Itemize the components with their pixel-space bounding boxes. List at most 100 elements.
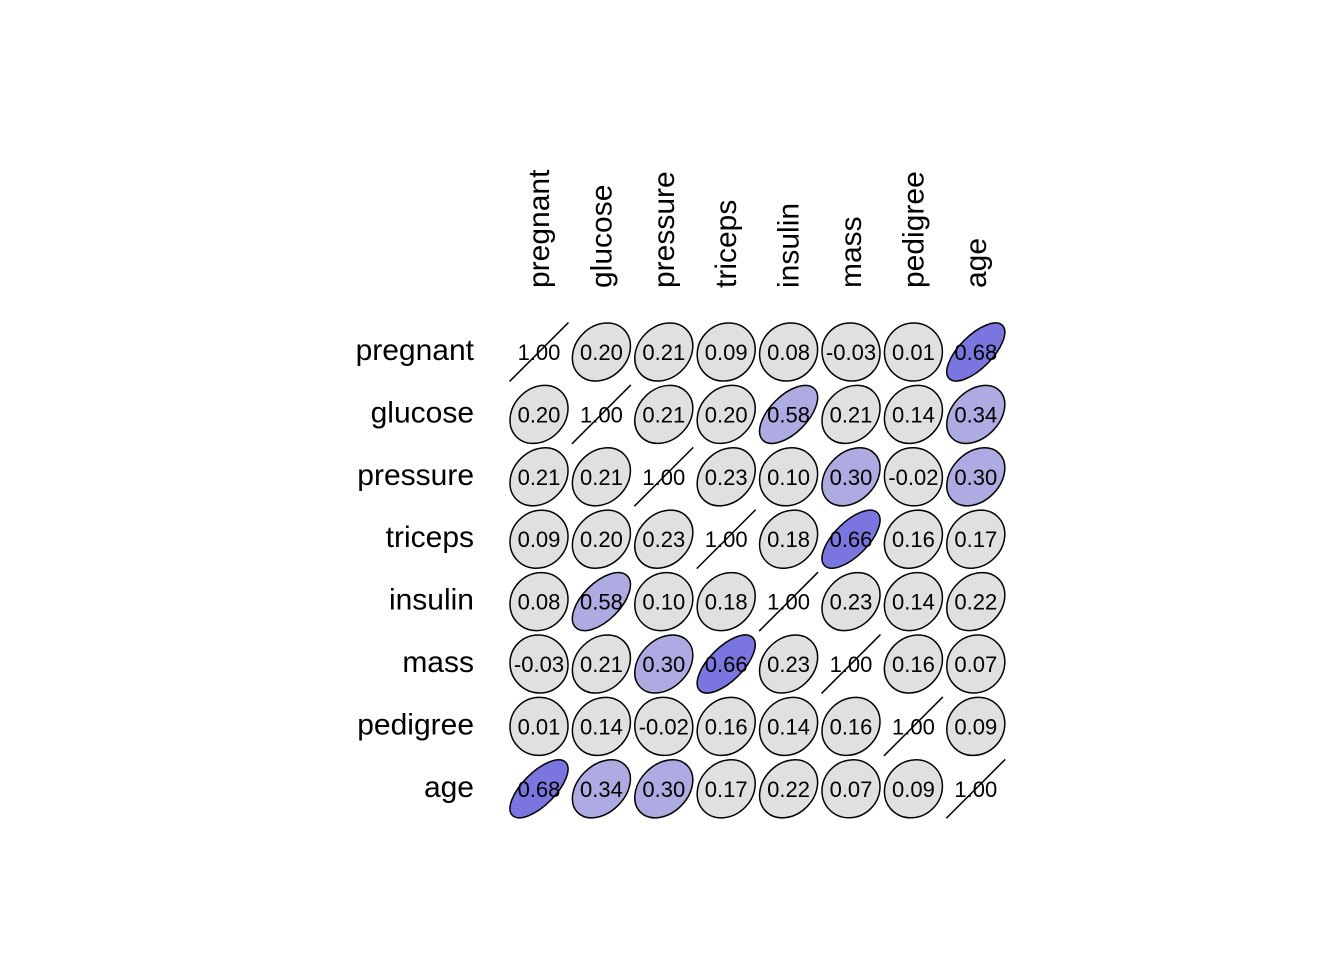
- correlation-ellipse: [634, 571, 694, 632]
- correlation-ellipse: [634, 384, 694, 445]
- correlation-ellipse: [758, 322, 819, 382]
- correlation-value: 0.10: [642, 590, 685, 615]
- cell-pedigree-insulin: 0.14: [758, 696, 819, 757]
- cell-pedigree-pressure: -0.02: [634, 696, 694, 757]
- correlation-value: 1.00: [767, 590, 810, 615]
- correlation-value: -0.02: [888, 465, 938, 490]
- correlation-ellipse: [509, 447, 569, 507]
- cell-pedigree-glucose: 0.14: [571, 696, 632, 757]
- correlation-value: 0.58: [580, 590, 623, 615]
- cell-glucose-triceps: 0.20: [696, 384, 756, 445]
- correlation-ellipse: [821, 509, 881, 569]
- correlation-value: 0.22: [767, 777, 810, 802]
- correlation-mark: [633, 446, 694, 507]
- correlation-value: 0.22: [954, 590, 997, 615]
- cell-pregnant-glucose: 0.20: [571, 322, 632, 382]
- correlation-ellipse: [758, 634, 819, 694]
- correlation-value: 0.30: [642, 652, 685, 677]
- correlation-ellipse: [758, 696, 819, 757]
- correlation-ellipse: [571, 447, 632, 507]
- correlation-value: 0.10: [767, 465, 810, 490]
- cell-pregnant-pedigree: 0.01: [883, 322, 944, 382]
- correlation-value: 1.00: [705, 527, 748, 552]
- cell-mass-pressure: 0.30: [634, 634, 694, 694]
- correlation-ellipse: [758, 447, 819, 507]
- cell-glucose-glucose: 1.00: [571, 384, 632, 445]
- correlation-value: 0.08: [767, 340, 810, 365]
- column-label-glucose: glucose: [585, 185, 618, 288]
- cell-mass-triceps: 0.66: [696, 634, 756, 694]
- cell-glucose-pedigree: 0.14: [883, 384, 944, 445]
- cell-pedigree-pregnant: 0.01: [509, 696, 569, 757]
- column-label-pregnant: pregnant: [523, 169, 556, 288]
- correlation-value: 0.20: [580, 340, 623, 365]
- column-label-triceps: triceps: [710, 200, 743, 288]
- column-label-mass: mass: [835, 216, 868, 288]
- correlation-mark: [821, 634, 881, 694]
- correlation-value: 0.14: [580, 714, 623, 739]
- correlation-ellipse: [509, 571, 569, 632]
- correlation-value: 0.16: [705, 714, 748, 739]
- correlation-value: -0.03: [826, 340, 876, 365]
- cell-age-age: 1.00: [945, 758, 1006, 819]
- row-label-pressure: pressure: [357, 459, 474, 492]
- correlation-ellipse: [696, 634, 756, 694]
- correlation-value: 1.00: [642, 465, 685, 490]
- correlation-value: 0.23: [767, 652, 810, 677]
- correlation-value: 0.23: [705, 465, 748, 490]
- correlation-ellipse: [696, 759, 756, 819]
- cell-pregnant-pressure: 0.21: [634, 322, 694, 382]
- correlation-ellipse: [634, 634, 694, 694]
- correlation-value: 0.17: [705, 777, 748, 802]
- correlation-value: 0.18: [767, 527, 810, 552]
- correlation-ellipse: [758, 759, 819, 819]
- cell-insulin-pedigree: 0.14: [883, 571, 944, 632]
- correlation-ellipse: [696, 447, 756, 507]
- correlation-value: -0.02: [639, 714, 689, 739]
- cell-age-triceps: 0.17: [696, 759, 756, 819]
- correlation-ellipse: [946, 447, 1006, 507]
- row-label-glucose: glucose: [371, 396, 474, 429]
- correlation-ellipse: [696, 322, 756, 382]
- correlation-value: 0.30: [830, 465, 873, 490]
- correlation-value: 1.00: [580, 402, 623, 427]
- correlation-ellipse: [821, 571, 881, 632]
- row-labels: pregnantglucosepressuretricepsinsulinmas…: [356, 334, 475, 804]
- correlation-mark: [945, 758, 1006, 819]
- correlation-ellipse: [883, 509, 944, 569]
- correlation-value: 0.14: [892, 402, 935, 427]
- correlation-ellipse: [634, 696, 694, 757]
- correlation-ellipse: [509, 384, 569, 445]
- correlation-value: 0.58: [767, 402, 810, 427]
- correlation-value: 0.09: [954, 714, 997, 739]
- cell-pregnant-insulin: 0.08: [758, 322, 819, 382]
- correlation-ellipse: [946, 696, 1006, 757]
- correlation-value: 0.34: [580, 777, 623, 802]
- correlation-value: -0.03: [514, 652, 564, 677]
- correlation-value: 0.23: [642, 527, 685, 552]
- cell-pregnant-age: 0.68: [946, 322, 1006, 382]
- correlation-ellipse: [821, 696, 881, 757]
- correlation-value: 0.20: [518, 402, 561, 427]
- cell-age-mass: 0.07: [821, 759, 881, 819]
- cell-pregnant-mass: -0.03: [821, 322, 881, 382]
- correlation-value: 0.01: [892, 340, 935, 365]
- correlation-value: 0.21: [580, 652, 623, 677]
- correlation-ellipse: [946, 509, 1006, 569]
- correlation-value: 0.66: [705, 652, 748, 677]
- correlation-value: 0.16: [892, 652, 935, 677]
- correlation-ellipse: [571, 634, 632, 694]
- cell-age-pedigree: 0.09: [883, 759, 944, 819]
- correlation-value: 0.21: [830, 402, 873, 427]
- column-label-pressure: pressure: [648, 171, 681, 288]
- correlation-mark: [696, 509, 757, 570]
- correlation-ellipse: [883, 571, 944, 632]
- correlation-value: 1.00: [892, 714, 935, 739]
- correlation-ellipse: [883, 322, 944, 382]
- cell-mass-age: 0.07: [946, 634, 1006, 694]
- cell-age-pregnant: 0.68: [509, 759, 569, 819]
- row-label-triceps: triceps: [386, 521, 474, 554]
- correlation-value: 0.09: [892, 777, 935, 802]
